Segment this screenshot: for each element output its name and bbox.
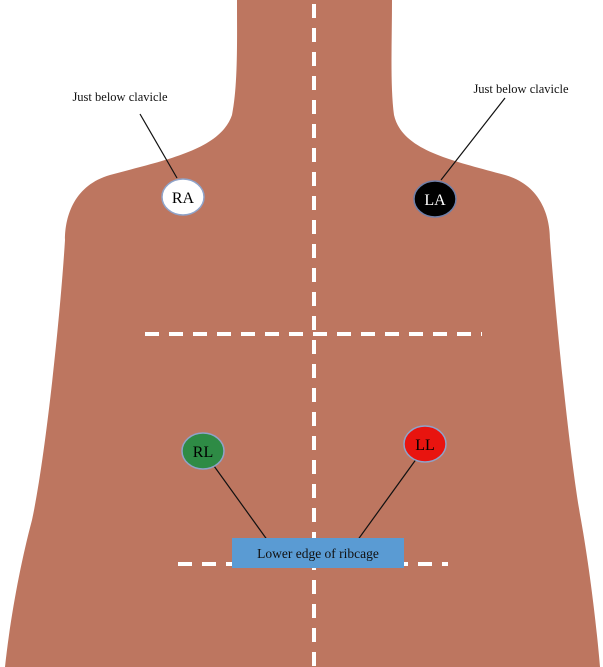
electrode-ll-label: LL	[415, 437, 435, 454]
callout-label-left: Just below clavicle	[72, 90, 168, 104]
electrode-rl-label: RL	[193, 444, 213, 461]
callout-label-right: Just below clavicle	[473, 82, 569, 96]
electrode-ra-label: RA	[172, 190, 195, 207]
electrode-ra: RA	[162, 179, 204, 215]
electrode-rl: RL	[182, 433, 224, 469]
electrode-ll: LL	[404, 426, 446, 462]
electrode-la-label: LA	[424, 192, 446, 209]
electrode-la: LA	[414, 181, 456, 217]
ribcage-callout-label: Lower edge of ribcage	[257, 546, 379, 561]
ribcage-callout: Lower edge of ribcage	[232, 538, 404, 568]
